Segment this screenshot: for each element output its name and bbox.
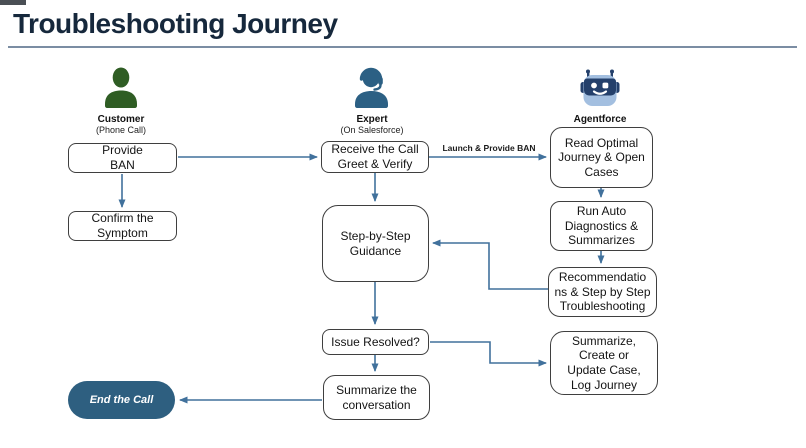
node-end-call: End the Call	[68, 381, 175, 419]
customer-icon	[105, 67, 137, 108]
robot-icon	[580, 69, 620, 106]
arrow-recommendations-stepguidance	[432, 239, 548, 290]
node-summarize-case: Summarize, Create or Update Case, Log Jo…	[550, 331, 658, 395]
screen-edge-artifact	[0, 0, 26, 5]
node-receive-call: Receive the Call Greet & Verify	[321, 141, 429, 173]
actor-expert: Expert (On Salesforce)	[312, 64, 432, 135]
node-provide-ban: Provide BAN	[68, 143, 177, 173]
edge-label-launch-provide-ban: Launch & Provide BAN	[442, 143, 536, 153]
actor-name: Expert	[356, 114, 388, 125]
actor-subtitle: (On Salesforce)	[340, 125, 404, 135]
node-recommendations: Recommendatio ns & Step by Step Troubles…	[548, 267, 657, 317]
node-run-auto: Run Auto Diagnostics & Summarizes	[550, 201, 653, 251]
node-read-optimal: Read Optimal Journey & Open Cases	[550, 127, 653, 188]
actor-agentforce: Agentforce	[540, 64, 660, 125]
headset-person-icon	[355, 67, 388, 108]
actor-name: Customer	[97, 114, 145, 125]
title-divider	[8, 46, 797, 48]
node-step-guidance: Step-by-Step Guidance	[322, 205, 429, 282]
actor-name: Agentforce	[573, 114, 627, 125]
node-issue-resolved: Issue Resolved?	[322, 329, 429, 355]
node-summarize-conversation: Summarize the conversation	[323, 375, 430, 420]
node-confirm-symptom: Confirm the Symptom	[68, 211, 177, 241]
actor-customer: Customer (Phone Call)	[61, 64, 181, 135]
page-title: Troubleshooting Journey	[13, 8, 338, 39]
arrow-issueresolved-summarizecase	[430, 341, 547, 367]
actor-subtitle: (Phone Call)	[95, 125, 147, 135]
